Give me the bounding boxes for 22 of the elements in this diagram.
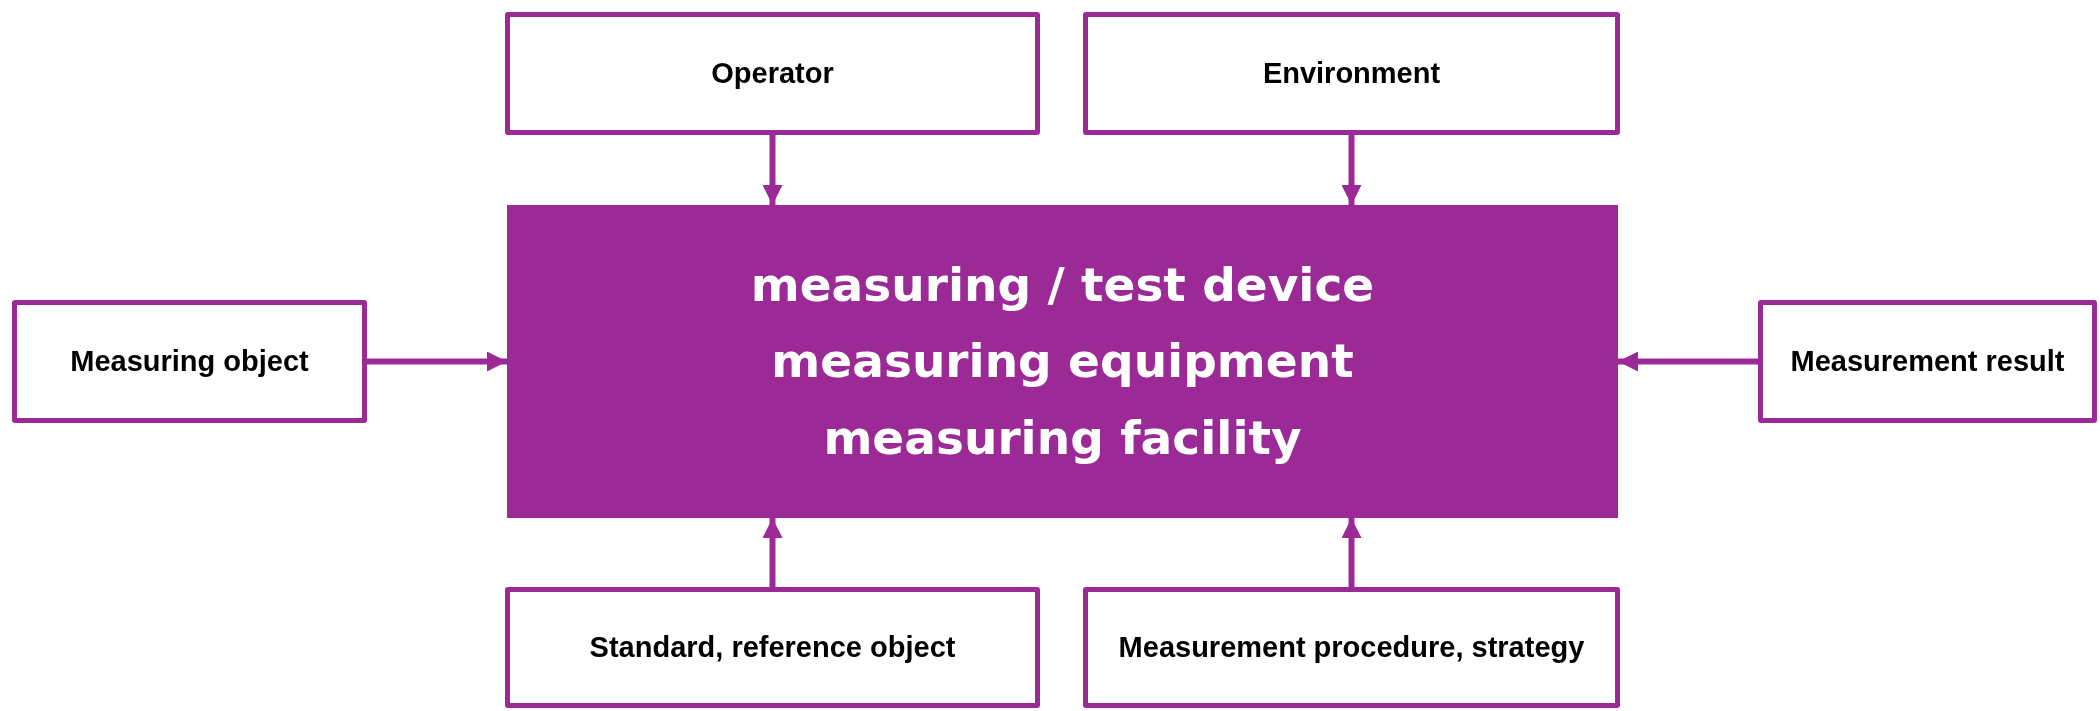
box-label: Measurement procedure, strategy <box>1117 630 1586 665</box>
factor-box <box>505 12 1040 135</box>
box-label: Standard, reference object <box>588 630 957 665</box>
box-label: Environment <box>1261 56 1442 91</box>
factor-box <box>1083 12 1620 135</box>
arrow <box>367 351 507 372</box>
box-label: measuring equipment <box>771 333 1354 390</box>
factor-box <box>12 300 367 423</box>
factor-box <box>1758 300 2097 423</box>
box-label: Operator <box>710 56 835 91</box>
arrow <box>762 518 783 587</box>
arrow <box>1341 518 1362 587</box>
arrow <box>1341 135 1362 205</box>
box-label: Measurement result <box>1789 344 2066 379</box>
arrow <box>1618 351 1758 372</box>
factor-box <box>505 587 1040 708</box>
box-label: Measuring object <box>69 344 310 379</box>
device-box <box>507 205 1618 518</box>
factor-box <box>1083 587 1620 708</box>
arrow <box>762 135 783 205</box>
box-label: measuring facility <box>823 409 1302 467</box>
box-label: measuring / test device <box>750 256 1375 314</box>
